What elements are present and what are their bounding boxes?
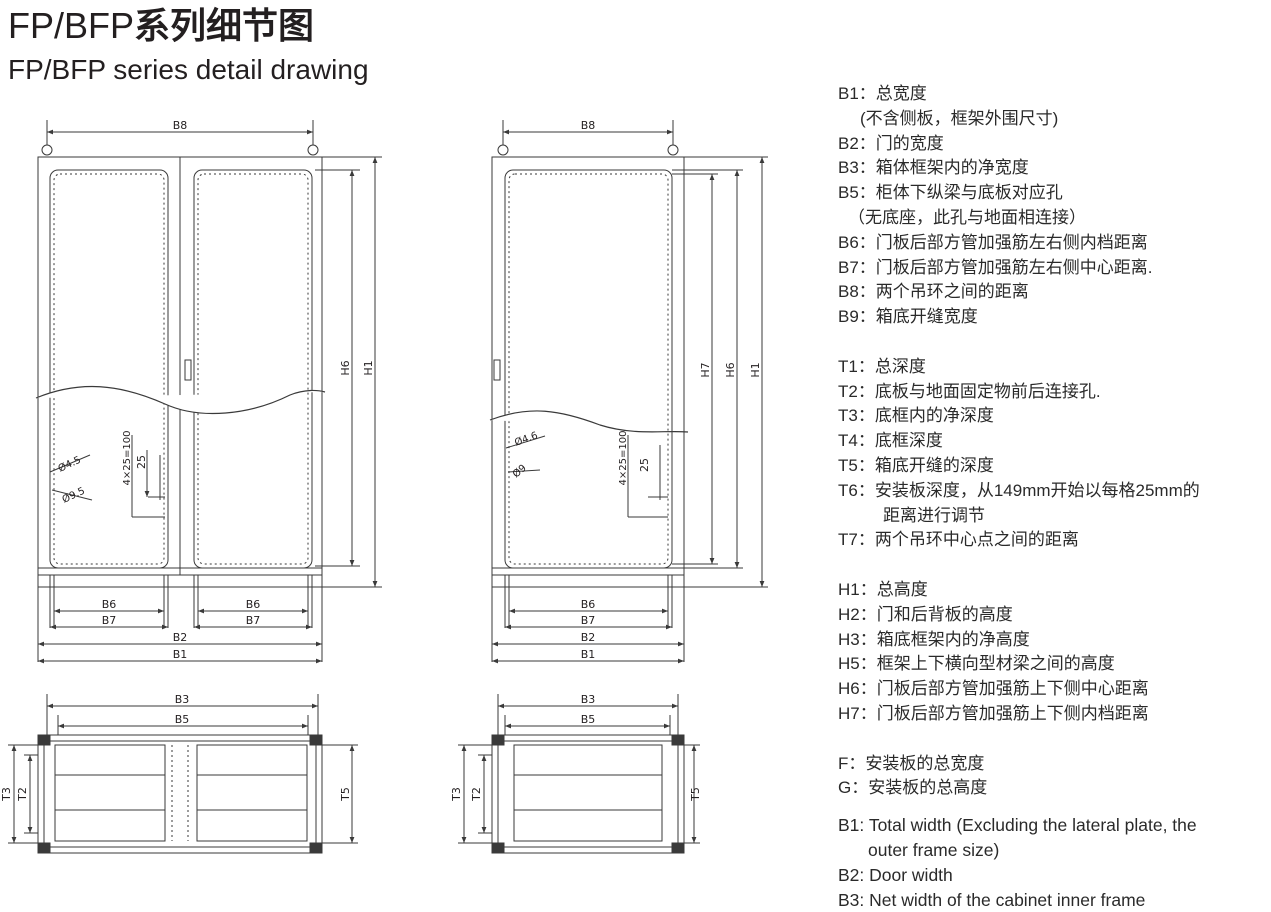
legend-b6: B6：门板后部方管加强筋左右侧内档距离 [838,232,1148,252]
base-frame-double [37,734,323,854]
label-b1-single: B1 [581,648,596,661]
legend: B1：总宽度 (不含侧板，框架外围尺寸) B2：门的宽度 B3：箱体框架内的净宽… [838,82,1263,912]
label-b2-double: B2 [173,631,188,644]
legend-t1: T1：总深度 [838,356,926,376]
double-plan-view [8,694,358,854]
legend-en-b3: B3: Net width of the cabinet inner frame [838,889,1146,910]
label-t3-double: T3 [0,787,13,802]
label-b6-right: B6 [246,598,261,611]
lifting-eye-left [41,144,53,156]
label-t5-double: T5 [339,787,352,802]
legend-g: G：安装板的总高度 [838,778,988,798]
label-step-double: 25 [135,455,148,469]
label-hole-small-double: Ø9.5 [60,485,87,506]
cabinet-frame-single [491,156,685,588]
legend-b9: B9：箱底开缝宽度 [838,307,978,327]
legend-en-b2: B2: Door width [838,864,953,885]
label-b1-double: B1 [173,648,188,661]
legend-b2: B2：门的宽度 [838,133,944,153]
legend-b5: B5：柜体下纵梁与底板对应孔 [838,183,1063,203]
label-h6-double: H6 [339,360,352,375]
legend-t2: T2：底板与地面固定物前后连接孔. [838,381,1101,401]
label-hole-large-single: Ø4.6 [513,429,539,448]
single-door-front-view [489,120,768,664]
label-b5-single: B5 [581,713,596,726]
label-b3-double: B3 [175,693,190,706]
label-step-single: 25 [638,458,651,472]
legend-en-b1: B1: Total width (Excluding the lateral p… [838,815,1197,836]
label-b6-left: B6 [102,598,117,611]
label-hole-large-double: Ø4.5 [56,454,83,475]
legend-h1: H1：总高度 [838,579,928,599]
label-b7-single: B7 [581,614,596,627]
legend-b8: B8：两个吊环之间的距离 [838,282,1029,302]
legend-t7: T7：两个吊环中心点之间的距离 [838,530,1079,550]
door-handle-single [493,359,501,381]
door-right [193,169,313,569]
label-hole-small-single: Ø9 [510,462,529,480]
double-door-front-view [35,120,382,664]
detail-drawings: B8 B6 B7 B6 B7 B2 B1 H6 H1 4×25=100 25 Ø… [0,119,768,854]
base-frame-single [491,734,685,854]
label-pitch-single: 4×25=100 [618,431,629,486]
legend-t6: T6：安装板深度，从149mm开始以每格25mm的 [838,480,1200,500]
title-prefix: FP/BFP [8,5,135,46]
legend-b1: B1：总宽度 [838,84,927,103]
legend-h5: H5：框架上下横向型材梁之间的高度 [838,654,1115,674]
label-b6-single: B6 [581,598,596,611]
label-h7-single: H7 [699,362,712,377]
lifting-eye-left-single [497,144,509,156]
label-pitch-double: 4×25=100 [122,431,133,486]
door-left [49,169,169,569]
label-b8-single: B8 [581,119,596,132]
label-b3-single: B3 [581,693,596,706]
label-b8-double: B8 [173,119,188,132]
label-t5-single: T5 [689,787,702,802]
legend-t4: T4：底框深度 [838,431,943,451]
page-title-cn: FP/BFP系列细节图 [8,4,314,48]
label-t3-single: T3 [450,787,463,802]
legend-b3: B3：箱体框架内的净宽度 [838,158,1029,178]
label-t2-single: T2 [470,787,483,802]
legend-en-b1-cont: outer frame size) [868,839,1000,860]
legend-h7: H7：门板后部方管加强筋上下侧内档距离 [838,703,1149,723]
legend-t3: T3：底框内的净深度 [838,406,994,426]
lifting-eye-right [307,144,319,156]
label-h6-single: H6 [724,362,737,377]
label-b7-left: B7 [102,614,117,627]
legend-h2: H2：门和后背板的高度 [838,604,1013,624]
legend-t5: T5：箱底开缝的深度 [838,455,994,475]
label-b2-single: B2 [581,631,596,644]
door-single [504,169,673,569]
title-suffix: 系列细节图 [134,5,315,46]
lifting-eye-right-single [667,144,679,156]
label-t2-double: T2 [16,787,29,802]
label-h1-double: H1 [362,360,375,375]
legend-h3: H3：箱底框架内的净高度 [838,629,1030,649]
legend-f: F：安装板的总宽度 [838,753,985,773]
label-b7-right: B7 [246,614,261,627]
legend-t6-cont: 距离进行调节 [883,505,985,525]
door-handle [184,359,192,381]
label-b5-double: B5 [175,713,190,726]
page-title-en: FP/BFP series detail drawing [8,54,369,85]
legend-b7: B7：门板后部方管加强筋左右侧中心距离. [838,257,1153,277]
label-h1-single: H1 [749,362,762,377]
single-plan-view [458,694,700,854]
legend-b1-note: (不含侧板，框架外围尺寸) [860,108,1059,128]
legend-h6: H6：门板后部方管加强筋上下侧中心距离 [838,679,1149,699]
legend-b5-note: （无底座，此孔与地面相连接） [848,207,1086,227]
